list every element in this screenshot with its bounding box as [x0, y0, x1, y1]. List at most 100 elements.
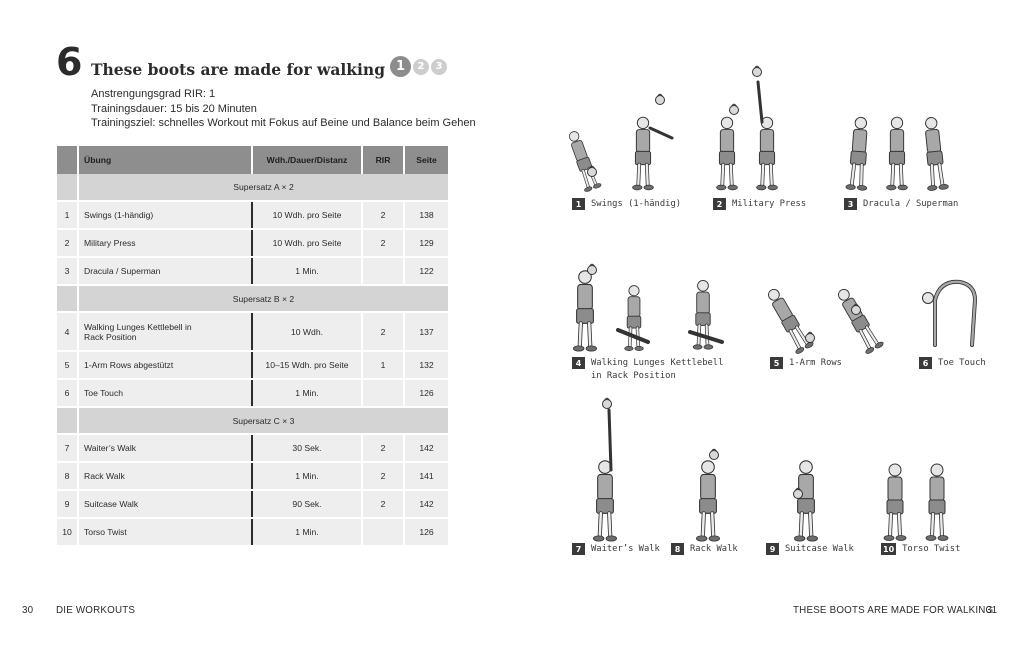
- kettlebell-swing-figure: [562, 93, 674, 195]
- row-reps: 10 Wdh. pro Seite: [252, 201, 363, 230]
- table-row: 1 Swings (1-händig) 10 Wdh. pro Seite 2 …: [57, 201, 448, 230]
- row-page: 126: [404, 518, 448, 547]
- table-row: 3 Dracula / Superman 1 Min. 122: [57, 257, 448, 286]
- table-row: 7 Waiter’s Walk 30 Sek. 2 142: [57, 434, 448, 463]
- superset-row: Supersatz B × 2: [57, 285, 448, 313]
- header-exercise: Übung: [78, 146, 253, 174]
- exercise-name: Suitcase Walk: [785, 544, 854, 554]
- difficulty-level-indicator: 1 2 3: [390, 56, 447, 77]
- left-page-number: 30: [22, 605, 34, 616]
- exercise-name: Torso Twist: [902, 544, 961, 554]
- exercise-name: Military Press: [732, 199, 807, 209]
- superset-row: Supersatz C × 3: [57, 407, 448, 435]
- row-page: 141: [404, 462, 448, 491]
- exercise-number-badge: 4: [572, 357, 585, 369]
- header-rir: RIR: [362, 146, 405, 174]
- row-page: 142: [404, 434, 448, 463]
- row-page: 142: [404, 490, 448, 519]
- right-section-title: THESE BOOTS ARE MADE FOR WALKING: [793, 605, 994, 616]
- meta-effort: Anstrengungsgrad RIR: 1: [91, 88, 216, 100]
- exercise-name-line-2: in Rack Position: [591, 371, 676, 381]
- left-section-title: DIE WORKOUTS: [56, 605, 136, 616]
- row-rir: 2: [362, 462, 405, 491]
- superset-label: Supersatz A × 2: [78, 174, 448, 202]
- workout-number: 6: [56, 40, 83, 84]
- row-num: 1: [57, 201, 79, 230]
- workout-title: These boots are made for walking: [91, 60, 386, 79]
- row-rir: [362, 379, 405, 408]
- row-num: 6: [57, 379, 79, 408]
- header-page: Seite: [404, 146, 448, 174]
- torso-twist-figure: [882, 462, 950, 543]
- row-num: 7: [57, 434, 79, 463]
- waiters-walk-figure: [593, 397, 616, 541]
- exercise-number-badge: 2: [713, 198, 726, 210]
- exercise-number-badge: 5: [770, 357, 783, 369]
- exercise-label-1: 1 Swings (1-händig): [572, 198, 681, 211]
- exercise-number-badge: 3: [844, 198, 857, 210]
- superset-label: Supersatz B × 2: [78, 285, 448, 313]
- row-exercise: Waiter’s Walk: [78, 434, 253, 463]
- exercise-label-10: 10 Torso Twist: [881, 543, 960, 556]
- exercise-name: Waiter’s Walk: [591, 544, 660, 554]
- superset-label: Supersatz C × 3: [78, 407, 448, 435]
- row-num: 4: [57, 312, 79, 352]
- exercise-name: Swings (1-händig): [591, 199, 682, 209]
- exercise-name: Walking Lunges Kettlebell in Rack Positi…: [591, 357, 723, 383]
- table-row: 5 1-Arm Rows abgestützt 10–15 Wdh. pro S…: [57, 351, 448, 380]
- suitcase-walk-figure: [794, 461, 818, 541]
- one-arm-row-figure: [760, 283, 886, 357]
- toe-touch-figure: [922, 279, 978, 347]
- table-row: 8 Rack Walk 1 Min. 2 141: [57, 462, 448, 491]
- exercise-number-badge: 1: [572, 198, 585, 210]
- table-row: 10 Torso Twist 1 Min. 126: [57, 518, 448, 547]
- exercise-label-3: 3 Dracula / Superman: [844, 198, 958, 211]
- row-reps: 30 Sek.: [252, 434, 363, 463]
- overhead-press-figure: [714, 65, 780, 192]
- header-reps: Wdh./Dauer/Distanz: [252, 146, 363, 174]
- row-reps: 10–15 Wdh. pro Seite: [252, 351, 363, 380]
- row-rir: [362, 518, 405, 547]
- row-exercise: Swings (1-händig): [78, 201, 253, 230]
- level-3-badge: 3: [431, 58, 447, 75]
- row-exercise: Rack Walk: [78, 462, 253, 491]
- row-rir: 2: [362, 312, 405, 352]
- exercise-label-2: 2 Military Press: [713, 198, 806, 211]
- row-page: 137: [404, 312, 448, 352]
- exercise-number-badge: 9: [766, 543, 779, 555]
- row-page: 122: [404, 257, 448, 286]
- exercise-label-6: 6 Toe Touch: [919, 357, 986, 370]
- walking-lunge-figure: [573, 263, 724, 351]
- row-exercise: Torso Twist: [78, 518, 253, 547]
- workout-meta: Anstrengungsgrad RIR: 1 Trainingsdauer: …: [91, 87, 476, 131]
- row-exercise: Walking Lunges Kettlebell in Rack Positi…: [78, 312, 253, 352]
- right-page-number: 31: [986, 605, 998, 616]
- row-reps: 1 Min.: [252, 462, 363, 491]
- row-rir: 2: [362, 201, 405, 230]
- exercise-name: Toe Touch: [938, 358, 986, 368]
- row-rir: 1: [362, 351, 405, 380]
- row-exercise: Toe Touch: [78, 379, 253, 408]
- row-exercise: Dracula / Superman: [78, 257, 253, 286]
- superset-row: Supersatz A × 2: [57, 174, 448, 202]
- row-reps: 1 Min.: [252, 379, 363, 408]
- row-rir: 2: [362, 434, 405, 463]
- row-rir: 2: [362, 490, 405, 519]
- exercise-name: 1-Arm Rows: [789, 358, 842, 368]
- meta-goal: Trainingsziel: schnelles Workout mit Fok…: [91, 117, 476, 129]
- exercise-label-5: 5 1-Arm Rows: [770, 357, 842, 370]
- exercise-number-badge: 6: [919, 357, 932, 369]
- rack-walk-figure: [696, 448, 719, 541]
- exercise-name: Dracula / Superman: [863, 199, 959, 209]
- exercise-number-badge: 8: [671, 543, 684, 555]
- row-reps: 10 Wdh. pro Seite: [252, 229, 363, 258]
- header-num: [57, 146, 79, 174]
- exercise-name-line-1: Walking Lunges Kettlebell: [591, 358, 724, 368]
- exercise-label-9: 9 Suitcase Walk: [766, 543, 854, 556]
- row-exercise: 1-Arm Rows abgestützt: [78, 351, 253, 380]
- row-reps: 90 Sek.: [252, 490, 363, 519]
- exercise-label-4: 4 Walking Lunges Kettlebell in Rack Posi…: [572, 357, 723, 383]
- row-page: 129: [404, 229, 448, 258]
- table-header-row: Übung Wdh./Dauer/Distanz RIR Seite: [57, 146, 448, 174]
- row-rir: 2: [362, 229, 405, 258]
